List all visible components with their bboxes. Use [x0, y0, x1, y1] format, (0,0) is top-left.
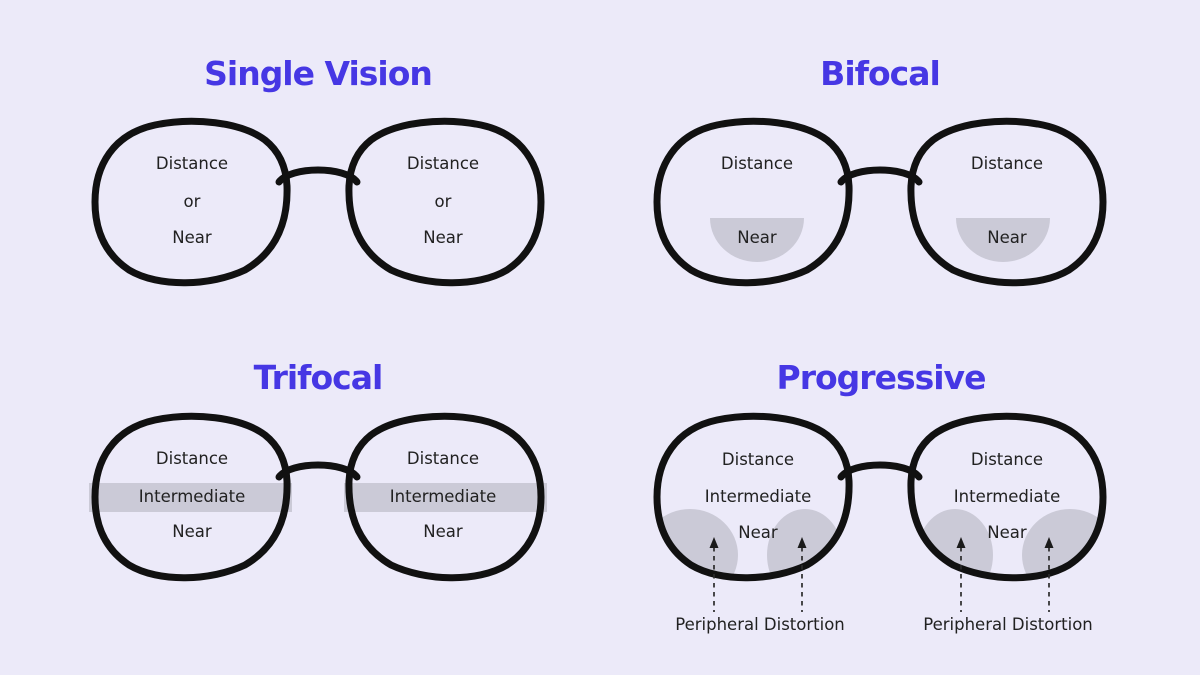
lens-zone-label: Near [423, 522, 463, 541]
lens-zone-label: Distance [155, 449, 229, 468]
glasses-illustration [651, 409, 1109, 612]
distortion-zone [767, 509, 843, 578]
lens-zone-label: or [183, 192, 201, 211]
arrow-head [1044, 537, 1054, 548]
glasses-illustration [651, 114, 1109, 297]
lens-zone-label: Distance [406, 154, 480, 173]
bridge [275, 461, 361, 481]
peripheral-distortion-label: Peripheral Distortion [923, 615, 1093, 634]
near-zone [956, 218, 1050, 262]
glasses-illustration [89, 409, 547, 592]
lens-zone-label: Intermediate [953, 487, 1061, 506]
glasses-illustration [89, 114, 547, 297]
lens-zone-label: Near [987, 228, 1027, 247]
lens-zone-label: Distance [406, 449, 480, 468]
arrow-head [956, 537, 966, 548]
lens-zone-label: Near [172, 522, 212, 541]
intermediate-band [89, 483, 292, 512]
distortion-zone [917, 509, 993, 578]
bridge [837, 166, 923, 186]
lens-zone-label: Near [738, 523, 778, 542]
lens-zone-label: Distance [155, 154, 229, 173]
lens-zone-label: Intermediate [704, 487, 812, 506]
bridge [275, 166, 361, 186]
lens-zone-label: Near [172, 228, 212, 247]
panel-title: Progressive [776, 358, 987, 397]
lens-zone-label: Distance [720, 154, 794, 173]
arrow-head [709, 537, 719, 548]
lens-zone-label: Distance [970, 450, 1044, 469]
lens-zone-label: Distance [721, 450, 795, 469]
panel-title: Bifocal [820, 54, 941, 93]
near-zone [710, 218, 804, 262]
lens-zone-label: Near [987, 523, 1027, 542]
panel-title: Single Vision [204, 54, 433, 93]
arrow-head [797, 537, 807, 548]
intermediate-band [344, 483, 547, 512]
peripheral-distortion-label: Peripheral Distortion [675, 615, 845, 634]
lens-zone-label: Intermediate [138, 487, 246, 506]
lens-zone-label: Near [737, 228, 777, 247]
lens-zone-label: or [434, 192, 452, 211]
lens-zone-label: Intermediate [389, 487, 497, 506]
lens-zone-label: Distance [970, 154, 1044, 173]
panel-title: Trifocal [253, 358, 384, 397]
bridge [837, 461, 923, 481]
lens-zone-label: Near [423, 228, 463, 247]
